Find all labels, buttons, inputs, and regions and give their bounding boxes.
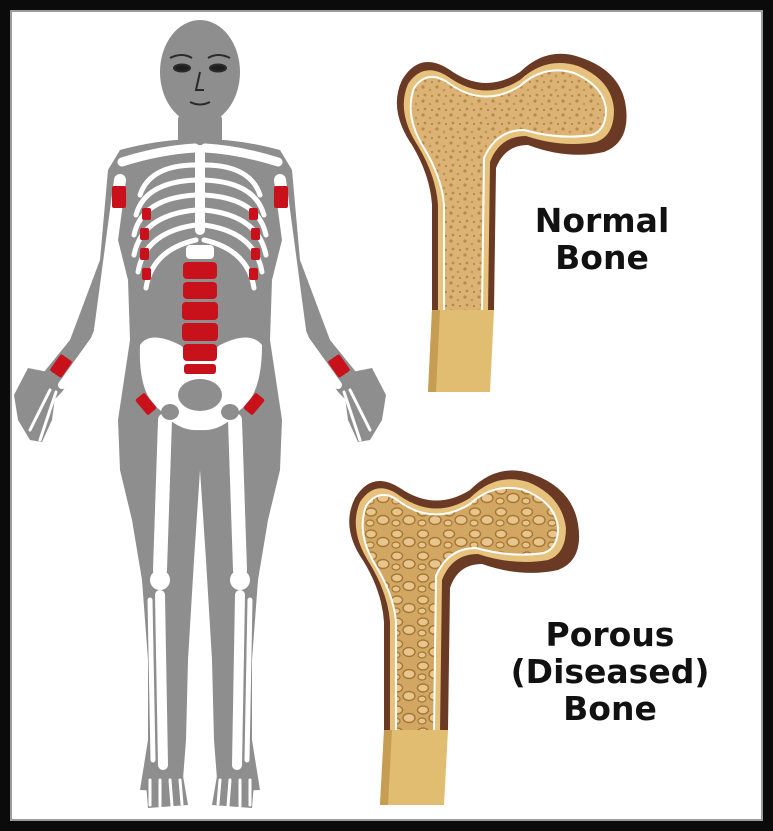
- hip-socket-right: [221, 404, 239, 420]
- porous-bone-label: Porous (Diseased) Bone: [495, 617, 725, 728]
- pelvis-inlet: [178, 379, 222, 411]
- porous-bone-label-line1: Porous: [495, 617, 725, 654]
- spine: [182, 245, 218, 374]
- normal-bone-label-line1: Normal: [512, 203, 692, 240]
- hip-socket-left: [161, 404, 179, 420]
- porous-bone-label-line3: Bone: [495, 691, 725, 728]
- normal-bone-label-line2: Bone: [512, 240, 692, 277]
- porous-bone-label-line2: (Diseased): [495, 654, 725, 691]
- normal-bone-label: Normal Bone: [512, 203, 692, 277]
- human-figure: [14, 20, 386, 808]
